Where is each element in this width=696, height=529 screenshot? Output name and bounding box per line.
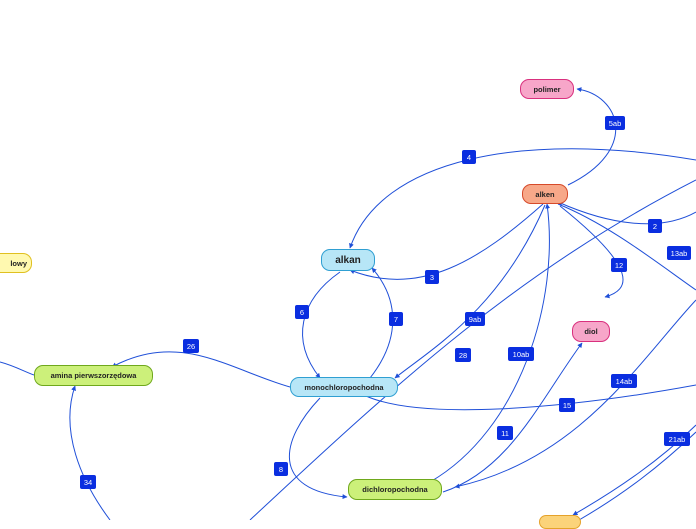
edge-2 bbox=[557, 201, 696, 225]
edge-label-8[interactable]: 8 bbox=[274, 462, 288, 476]
edge-label-14ab[interactable]: 14ab bbox=[611, 374, 637, 388]
edge-label-6[interactable]: 6 bbox=[295, 305, 309, 319]
edge-label-3[interactable]: 3 bbox=[425, 270, 439, 284]
edge-label-12[interactable]: 12 bbox=[611, 258, 627, 272]
edge-label-13ab[interactable]: 13ab bbox=[667, 246, 691, 260]
edge-13ab bbox=[557, 203, 696, 291]
edge-label-7[interactable]: 7 bbox=[389, 312, 403, 326]
edge-26 bbox=[111, 351, 291, 388]
edge-label-4[interactable]: 4 bbox=[462, 150, 476, 164]
edge-left-amina bbox=[0, 361, 35, 376]
node-alken[interactable]: alken bbox=[522, 184, 568, 204]
node-amina-pierwszorzedowa[interactable]: amina pierwszorzędowa bbox=[34, 365, 153, 386]
edge-label-28[interactable]: 28 bbox=[455, 348, 471, 362]
node-partial-bottom[interactable] bbox=[539, 515, 581, 529]
edge-label-11[interactable]: 11 bbox=[497, 426, 513, 440]
edge-12 bbox=[559, 205, 624, 299]
node-alkan[interactable]: alkan bbox=[321, 249, 375, 271]
edge-label-10ab[interactable]: 10ab bbox=[508, 347, 534, 361]
edge-8 bbox=[289, 397, 348, 500]
edge-label-26[interactable]: 26 bbox=[183, 339, 199, 353]
edge-label-15[interactable]: 15 bbox=[559, 398, 575, 412]
edge-5ab bbox=[567, 87, 617, 186]
edge-15 bbox=[365, 384, 696, 411]
node-monochloropochodna[interactable]: monochloropochodna bbox=[290, 377, 398, 397]
edge-label-9ab[interactable]: 9ab bbox=[465, 312, 485, 326]
edge-11 bbox=[442, 342, 583, 493]
node-partial-left[interactable]: lowy bbox=[0, 253, 32, 273]
node-dichloropochodna[interactable]: dichloropochodna bbox=[348, 479, 442, 500]
edge-label-5ab[interactable]: 5ab bbox=[605, 116, 625, 130]
edge-3 bbox=[349, 203, 544, 280]
edge-label-34[interactable]: 34 bbox=[80, 475, 96, 489]
edge-34 bbox=[69, 385, 111, 520]
node-diol[interactable]: diol bbox=[572, 321, 610, 342]
edge-label-2[interactable]: 2 bbox=[648, 219, 662, 233]
edge-14ab bbox=[454, 299, 696, 489]
edge-28 bbox=[249, 179, 696, 520]
node-polimer[interactable]: polimer bbox=[520, 79, 574, 99]
edge-label-21ab[interactable]: 21ab bbox=[664, 432, 690, 446]
edge-6 bbox=[302, 271, 341, 379]
